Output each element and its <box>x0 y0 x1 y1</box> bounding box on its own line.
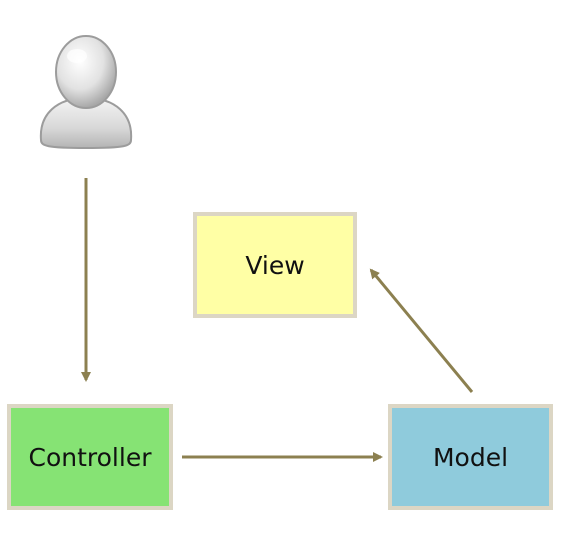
model-label: Model <box>432 442 509 472</box>
user-icon <box>33 28 139 152</box>
view-box: View <box>193 212 357 318</box>
arrow-model-to-view <box>369 268 474 393</box>
controller-label: Controller <box>28 442 152 472</box>
view-label: View <box>245 250 305 280</box>
model-box: Model <box>388 404 553 510</box>
controller-box: Controller <box>7 404 173 510</box>
